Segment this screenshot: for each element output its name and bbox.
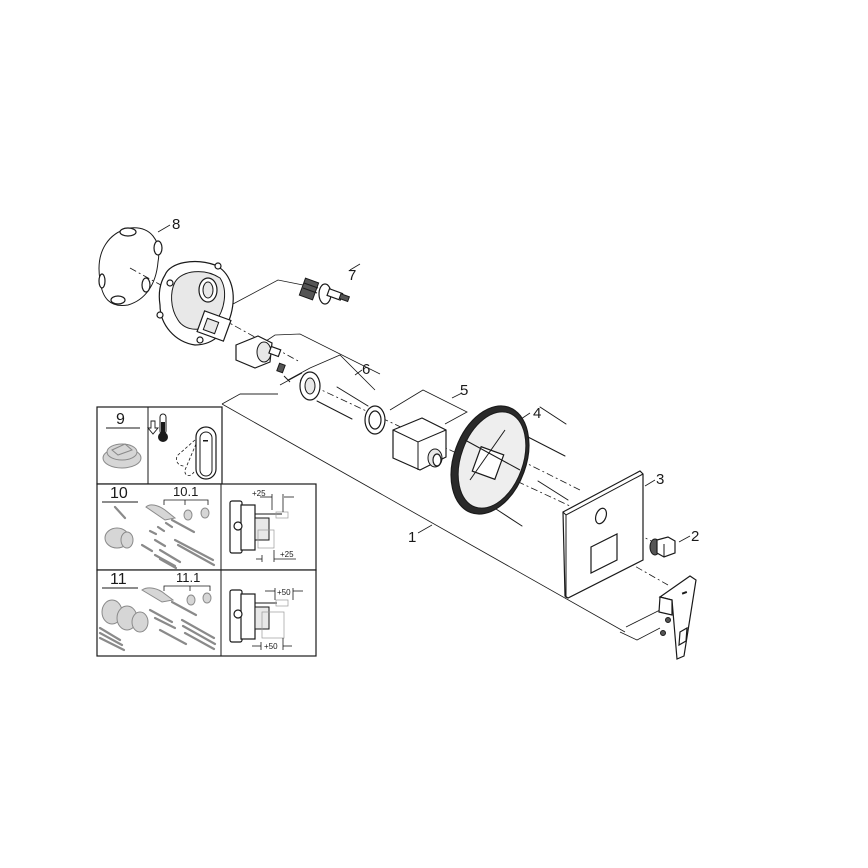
callout-labels: 8 7 6 5 4 3 2 1 xyxy=(172,216,699,546)
part-7-cartridge xyxy=(298,277,351,305)
lever-handle xyxy=(658,575,697,660)
panel-10-label: 10 xyxy=(110,485,128,502)
part-4-mounting-flange xyxy=(450,405,569,527)
valve-body xyxy=(156,261,234,346)
temperature-limiter-knob-icon xyxy=(102,443,142,469)
part-8-gasket xyxy=(98,227,163,307)
panel-10-dim-bottom: +25 xyxy=(280,550,294,559)
assembly-bracket-lines xyxy=(157,224,691,641)
panel-11-dim-top: +50 xyxy=(277,588,291,597)
callout-7: 7 xyxy=(348,267,356,284)
thermometer-down-icon xyxy=(147,413,168,442)
panel-11-label: 11 xyxy=(110,571,127,588)
callout-4: 4 xyxy=(533,405,541,422)
part-6-nut-screws xyxy=(299,371,369,420)
lever-rotation-icon xyxy=(176,426,217,480)
part-2-lever-cap xyxy=(649,536,676,558)
retaining-clip xyxy=(364,405,386,435)
panel-10-1-label: 10.1 xyxy=(173,484,198,499)
part-5-extension-sleeve xyxy=(392,417,447,471)
panel-11-1-label: 11.1 xyxy=(176,570,200,585)
callout-8: 8 xyxy=(172,216,180,233)
accessory-parts-kit-11-icon xyxy=(98,587,217,652)
part-3-escutcheon-plate xyxy=(562,470,644,599)
diverter-cartridge xyxy=(235,335,291,383)
panel-9-label: 9 xyxy=(116,411,125,428)
accessory-parts-kit-10-icon xyxy=(104,504,216,570)
legend-panel: 9 10 10. xyxy=(96,406,317,657)
legend-panel-9: 9 xyxy=(102,411,217,480)
callout-6: 6 xyxy=(362,361,370,378)
installation-depth-diagram-10: +25 +25 xyxy=(229,489,296,562)
callout-2: 2 xyxy=(691,528,699,545)
installation-depth-diagram-11: +50 +50 xyxy=(229,588,303,651)
callout-5: 5 xyxy=(460,382,468,399)
legend-panel-10: 10 10.1 xyxy=(102,484,296,570)
callout-1: 1 xyxy=(408,529,416,546)
callout-3: 3 xyxy=(656,471,664,488)
legend-panel-11: 11 11.1 xyxy=(98,570,303,652)
panel-10-dim-top: +25 xyxy=(252,489,266,498)
panel-11-dim-bottom: +50 xyxy=(264,642,278,651)
